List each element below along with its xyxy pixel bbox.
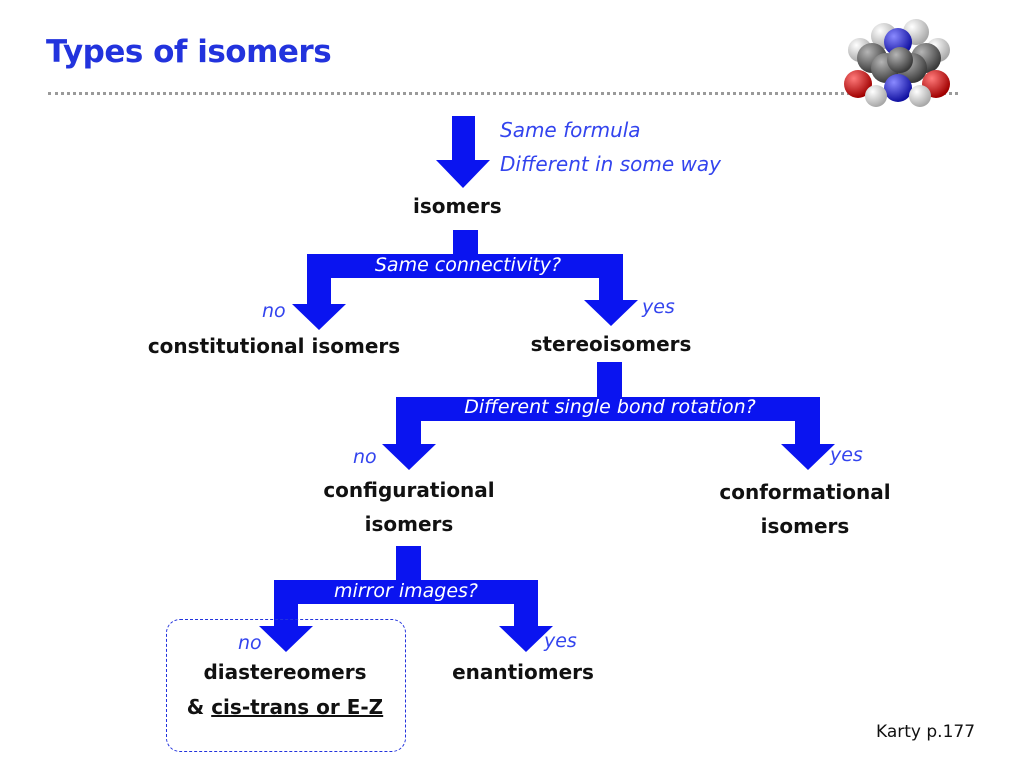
node-isomers: isomers [413, 194, 502, 218]
branch-yes-enantiomers: yes [544, 630, 577, 652]
arrow-down-isomers [436, 116, 490, 188]
molecule-icon [844, 19, 950, 107]
arrow-yes-conformational [781, 421, 835, 470]
bar-rotation [396, 397, 820, 421]
arrow-yes-enantiomers [499, 604, 553, 652]
node-configurational-line1: configurational [323, 478, 495, 502]
arrow-no-configurational [382, 421, 436, 470]
arrow-no-constitutional [292, 278, 346, 330]
question-rotation: Different single bond rotation? [464, 396, 756, 418]
bar-connectivity [307, 254, 623, 278]
stem-isomers [453, 230, 478, 254]
node-conformational-line1: conformational [719, 480, 891, 504]
bar-mirror [274, 580, 538, 604]
node-configurational-line2: isomers [364, 512, 454, 536]
question-mirror: mirror images? [333, 580, 479, 602]
node-enantiomers: enantiomers [452, 660, 594, 684]
citation: Karty p.177 [876, 722, 976, 742]
arrow-no-diastereomers [259, 604, 313, 652]
node-constitutional-isomers: constitutional isomers [147, 334, 401, 358]
branch-yes-conformational: yes [830, 444, 863, 466]
diastereomers-prefix: & [186, 695, 212, 719]
arrow-yes-stereoisomers [584, 278, 638, 326]
node-stereoisomers: stereoisomers [530, 332, 692, 356]
top-note-line2: Different in some way [500, 152, 721, 176]
branch-yes-stereoisomers: yes [642, 296, 675, 318]
top-note-line1: Same formula [500, 118, 641, 142]
page-title: Types of isomers [46, 34, 332, 70]
branch-no-diastereomers: no [238, 632, 262, 654]
stem-stereoisomers [597, 362, 622, 397]
stem-configurational [396, 546, 421, 580]
title-divider [48, 92, 958, 95]
node-conformational-line2: isomers [760, 514, 850, 538]
node-diastereomers-extra: & cis-trans or E-Z [180, 695, 390, 719]
branch-no-constitutional: no [262, 300, 286, 322]
branch-no-configurational: no [353, 446, 377, 468]
diastereomers-highlight-box [166, 619, 406, 752]
question-connectivity: Same connectivity? [374, 254, 562, 276]
cis-trans-label: cis-trans or E-Z [211, 695, 384, 719]
node-diastereomers: diastereomers [203, 660, 367, 684]
